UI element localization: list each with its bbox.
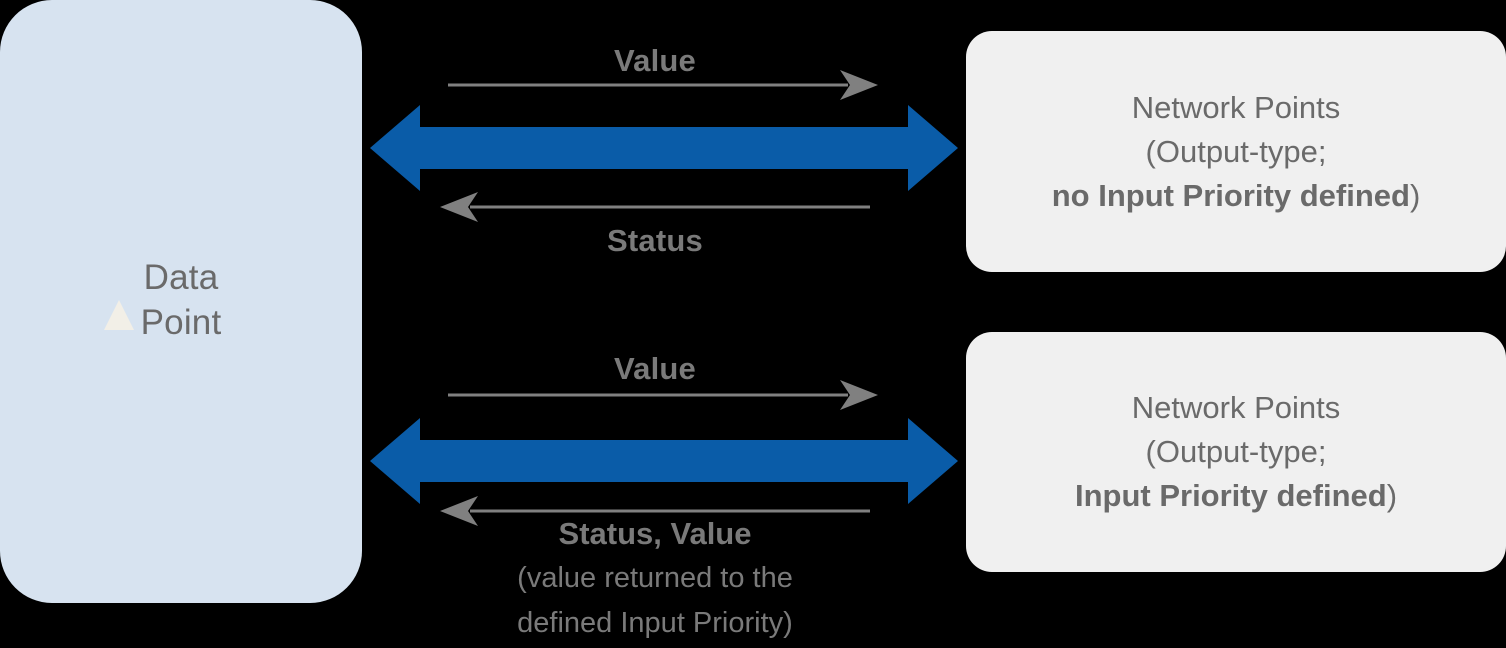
double-arrow-horizontal-icon (370, 105, 958, 191)
data-point-label-line1: Data (143, 258, 219, 297)
caption-status-value: Status, Value (558, 516, 752, 551)
network-points-box-input-priority: Network Points (Output-type; Input Prior… (966, 332, 1506, 572)
np-top-line2: (Output-type; (1145, 133, 1327, 169)
np-top-line1: Network Points (1131, 89, 1341, 125)
caption-status-top: Status (607, 223, 703, 258)
network-points-text-bottom: Network Points (Output-type; Input Prior… (1061, 386, 1411, 518)
arrow-right-icon (448, 68, 878, 102)
network-points-text-top: Network Points (Output-type; no Input Pr… (1038, 86, 1435, 218)
caption-value-bottom: Value (614, 351, 696, 386)
caption-note-line2: defined Input Priority) (517, 607, 793, 639)
caption-value-top: Value (614, 43, 696, 78)
arrow-left-icon (440, 190, 870, 224)
caption-note-line1: (value returned to the (517, 562, 793, 594)
double-arrow-horizontal-icon (370, 418, 958, 504)
np-bottom-line1: Network Points (1131, 390, 1341, 425)
np-bottom-line3-bold: Input Priority defined (1074, 478, 1387, 513)
np-top-line3-tail: ) (1409, 177, 1421, 213)
caption-status-value-block: Status, Value (value returned to the def… (400, 512, 910, 646)
data-point-label: Data Point (0, 255, 362, 345)
np-bottom-line3-tail: ) (1386, 478, 1398, 513)
np-top-line3-bold: no Input Priority defined (1051, 177, 1410, 213)
arrow-left-icon (440, 494, 870, 528)
data-point-box: Data Point (0, 0, 362, 603)
network-points-box-no-input-priority: Network Points (Output-type; no Input Pr… (966, 31, 1506, 272)
triangle-up-icon (104, 300, 134, 330)
np-bottom-line2: (Output-type; (1145, 434, 1327, 469)
arrow-right-icon (448, 378, 878, 412)
data-point-label-line2: Point (140, 303, 222, 342)
